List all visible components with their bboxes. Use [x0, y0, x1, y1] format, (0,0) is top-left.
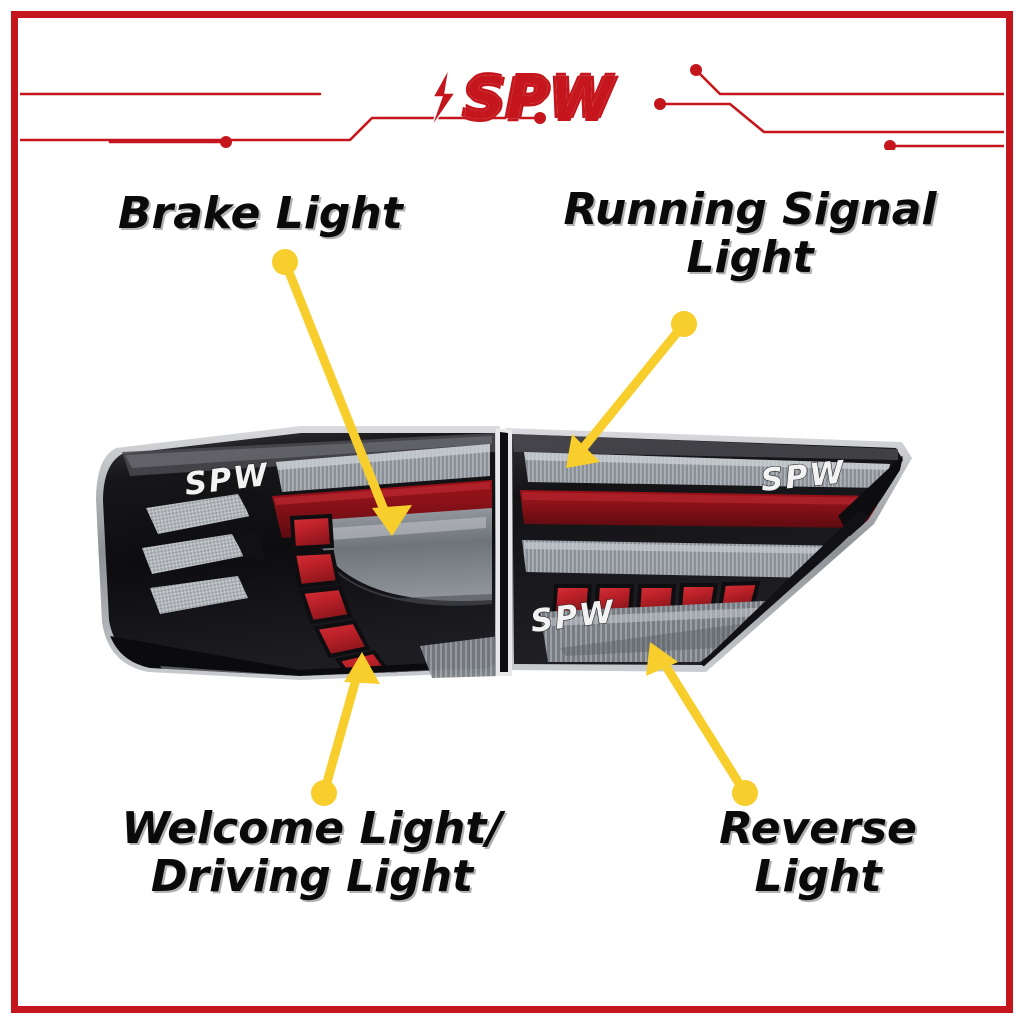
- callout-label-brake-light: Brake Light: [118, 188, 403, 239]
- header: SPW: [20, 20, 1004, 150]
- callout-label-running-signal-light: Running Signal Light: [563, 184, 937, 283]
- vent-slats: [142, 490, 272, 614]
- circuit-trace-decoration: [20, 64, 1004, 150]
- inner-lamp-right: [496, 428, 912, 676]
- brand-logo-text: SPW: [462, 64, 615, 132]
- callout-label-reverse-light: Reverse Light: [719, 803, 917, 902]
- callout-label-welcome-driving-light: Welcome Light/ Driving Light: [121, 803, 503, 902]
- brand-logo: SPW: [375, 64, 665, 132]
- lightning-bolt-icon: [430, 67, 457, 129]
